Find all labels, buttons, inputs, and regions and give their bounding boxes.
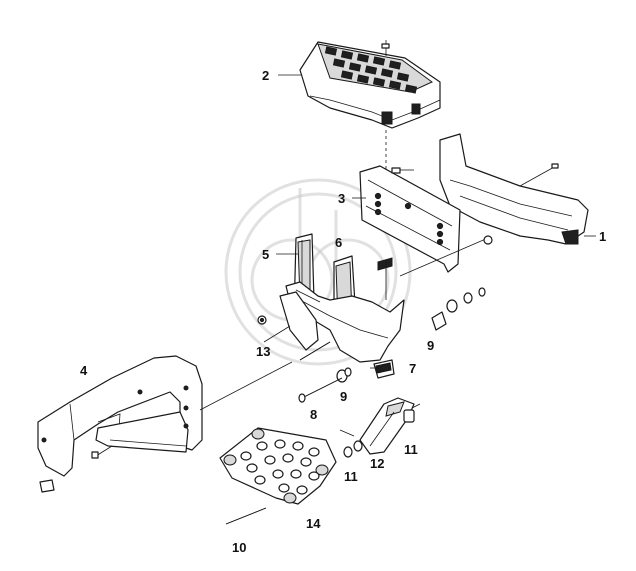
part-10-pin xyxy=(225,507,267,525)
callout-10: 10 xyxy=(232,540,246,555)
part-9-washer-nut-lower xyxy=(336,367,352,383)
part-14-lower-step-pad xyxy=(219,427,337,505)
callout-7: 7 xyxy=(409,361,416,376)
callout-11-left: 11 xyxy=(344,469,358,484)
part-4-side-arm xyxy=(37,355,203,493)
part-12-hinge-bracket xyxy=(339,397,415,455)
part-1-bumper-panel xyxy=(439,133,589,245)
part-13-pivot-pin xyxy=(257,315,331,361)
part-9-washer-nut-right xyxy=(431,287,486,331)
part-11-bushing-left xyxy=(343,440,363,458)
callout-12: 12 xyxy=(370,456,384,471)
part-3-mounting-plate xyxy=(359,165,461,273)
callout-14: 14 xyxy=(306,516,321,531)
callout-9-lower: 9 xyxy=(340,389,347,404)
callout-11-right: 11 xyxy=(404,442,418,457)
callout-8: 8 xyxy=(310,407,317,422)
part-7-stop-bracket xyxy=(373,359,395,379)
part-2-step-tread xyxy=(299,40,441,129)
callout-3: 3 xyxy=(338,191,345,206)
callout-4: 4 xyxy=(80,363,88,378)
callout-5: 5 xyxy=(262,247,269,262)
callout-9-right: 9 xyxy=(427,338,434,353)
callout-1: 1 xyxy=(599,229,606,244)
hinge-frame-assembly xyxy=(279,235,493,363)
part-11-bushing-right xyxy=(403,403,421,423)
callout-labels: 1 2 3 4 5 6 7 8 9 9 10 11 11 12 13 14 xyxy=(80,68,606,555)
callout-leaders xyxy=(263,74,596,369)
part-8-bolt xyxy=(298,377,343,403)
callout-13: 13 xyxy=(256,344,270,359)
callout-6: 6 xyxy=(335,235,342,250)
callout-2: 2 xyxy=(262,68,269,83)
